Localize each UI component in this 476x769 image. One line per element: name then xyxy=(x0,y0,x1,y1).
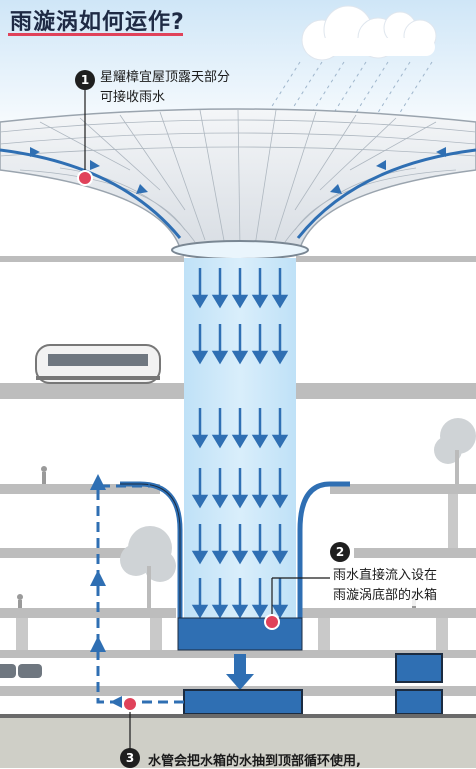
flow-arrow-icons xyxy=(30,147,446,194)
title-underline xyxy=(8,33,183,36)
collection-tank xyxy=(177,617,303,651)
step-2-line-1: 雨水直接流入设在 xyxy=(330,566,441,586)
step-2-line-2: 雨漩涡底部的水箱 xyxy=(330,586,441,606)
support-columns xyxy=(16,494,458,650)
page-title: 雨漩涡如何运作? xyxy=(10,10,185,35)
marker-dot xyxy=(77,170,280,712)
step-1-line-2: 可接收雨水 xyxy=(100,90,166,105)
step-1-line-1: 星耀樟宜屋顶露天部分 xyxy=(100,70,231,85)
oculus xyxy=(171,240,309,260)
lower-reservoir xyxy=(183,689,303,715)
cloud-icon xyxy=(301,5,437,61)
pipe-arrow-icons xyxy=(90,474,122,708)
roof-flow-right xyxy=(296,148,476,239)
rain-lines xyxy=(261,61,433,123)
waterfall-arrows xyxy=(191,268,289,618)
roof-flow-left xyxy=(0,148,182,239)
car-icon xyxy=(0,664,42,678)
right-tank-lower xyxy=(395,689,443,715)
step-1-callout: 星耀樟宜屋顶露天部分 可接收雨水 xyxy=(100,68,230,108)
right-tank-upper xyxy=(395,653,443,683)
roof-dome xyxy=(0,108,476,249)
step-2-number: 2 xyxy=(330,542,350,562)
callout-leaders xyxy=(84,88,330,750)
step-2-callout: 雨水直接流入设在 雨漩涡底部的水箱 xyxy=(330,566,441,606)
funnel-right xyxy=(297,481,350,646)
tree-icon xyxy=(120,418,476,608)
down-arrow-icon xyxy=(226,654,254,690)
recirculation-pipe xyxy=(96,484,184,704)
ground xyxy=(0,714,476,768)
step-3-number: 3 xyxy=(120,748,140,768)
train-icon xyxy=(35,344,161,384)
step-1-number: 1 xyxy=(75,70,95,90)
step-3-line-1: 水管会把水箱的水抽到顶部循环使用, xyxy=(148,754,361,769)
